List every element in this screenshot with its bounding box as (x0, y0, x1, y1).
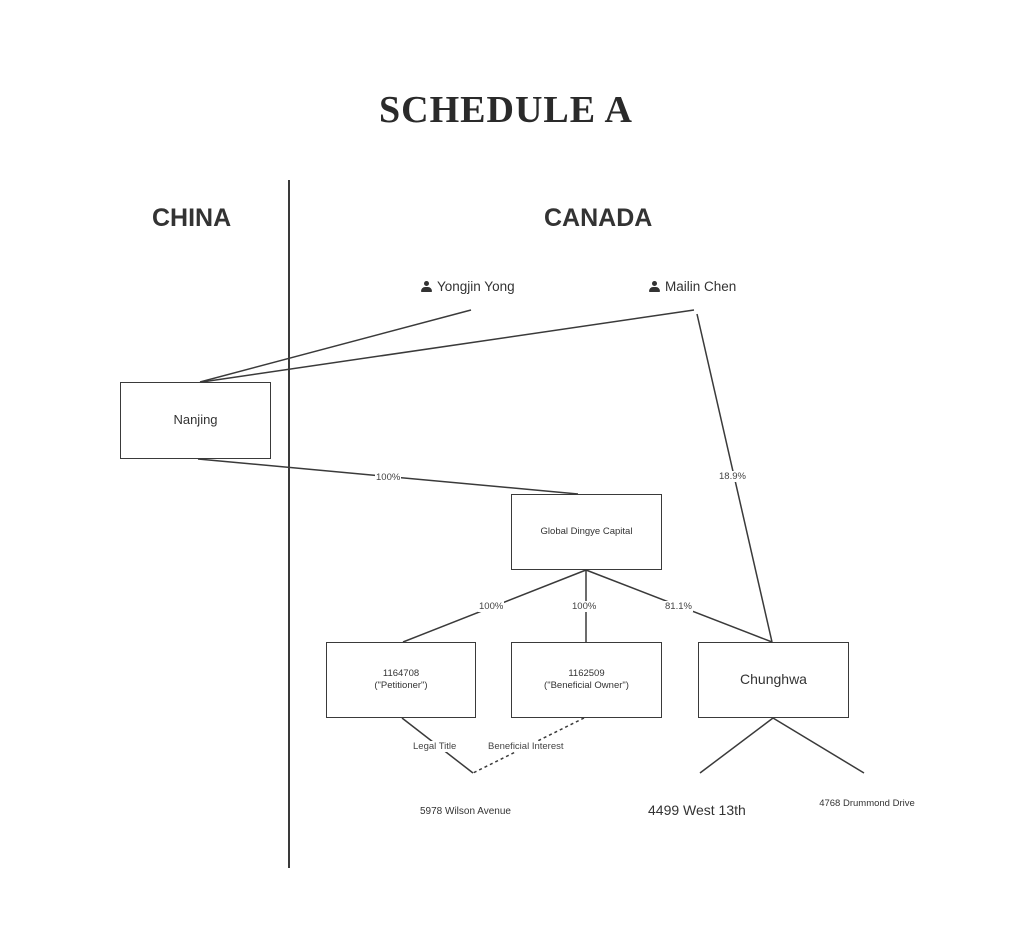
edge-label-global-petitioner: 100% (478, 601, 505, 612)
person-icon (649, 280, 660, 293)
entity-box-petitioner: 1164708 ("Petitioner") (326, 642, 476, 718)
entity-box-nanjing: Nanjing (120, 382, 271, 459)
entity-box-global-dingye-capital: Global Dingye Capital (511, 494, 662, 570)
edge-label-legal-title: Legal Title (412, 741, 458, 752)
entity-label: Chunghwa (740, 671, 807, 688)
entity-box-beneficial-owner: 1162509 ("Beneficial Owner") (511, 642, 662, 718)
edge-label-beneficial-interest: Beneficial Interest (487, 741, 565, 752)
page-title: SCHEDULE A (379, 89, 633, 131)
entity-role: ("Petitioner") (374, 680, 428, 691)
entity-id: 1164708 (382, 668, 420, 680)
region-label-china: CHINA (152, 204, 232, 232)
property-wilson-avenue: 5978 Wilson Avenue (420, 806, 511, 817)
edge-label-global-chunghwa: 81.1% (664, 601, 693, 612)
edge-label-nanjing-global: 100% (375, 472, 402, 483)
entity-role: ("Beneficial Owner") (544, 680, 629, 691)
entity-label: Global Dingye Capital (540, 526, 633, 538)
edge-label-chen-chunghwa: 18.9% (718, 471, 747, 482)
person-name: Yongjin Yong (437, 279, 515, 294)
property-west-13th: 4499 West 13th (648, 802, 746, 818)
property-drummond-drive: 4768 Drummond Drive (819, 798, 915, 809)
person-yongjin-yong: Yongjin Yong (421, 279, 515, 294)
edge-chunghwa-drummond (772, 717, 865, 774)
region-label-canada: CANADA (544, 204, 653, 232)
entity-box-chunghwa: Chunghwa (698, 642, 849, 718)
edge-chen-nanjing (201, 309, 695, 383)
edge-yong-nanjing (199, 309, 472, 383)
person-mailin-chen: Mailin Chen (649, 279, 736, 294)
person-name: Mailin Chen (665, 279, 737, 294)
entity-label: Nanjing (173, 412, 218, 428)
edge-chunghwa-west13 (699, 717, 774, 774)
country-divider-line (288, 180, 290, 868)
edge-label-global-beneficial: 100% (571, 601, 598, 612)
entity-id: 1162509 (568, 668, 605, 680)
person-icon (421, 280, 432, 293)
